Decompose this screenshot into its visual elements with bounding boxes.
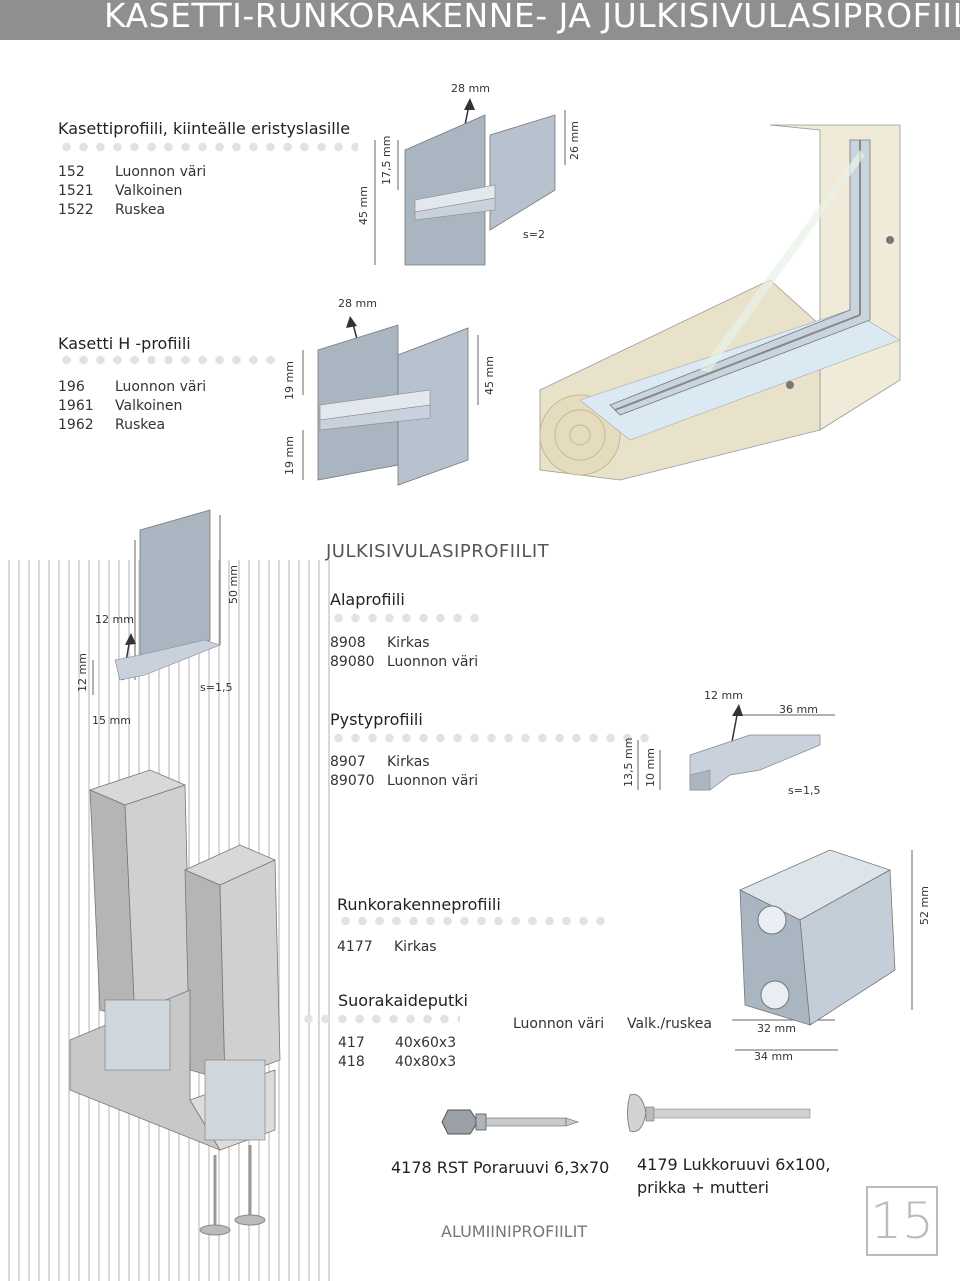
dim-label: 17,5 mm <box>380 135 393 185</box>
lock-bolt-label-1: 4179 Lukkoruuvi 6x100, <box>637 1155 831 1174</box>
window-frame-drawing <box>539 124 901 481</box>
pystyprofiili-row: 89070 Luonnon väri <box>330 773 530 793</box>
kasetti-h-profile-drawing <box>302 316 479 486</box>
alaprofiili-row: 89080 Luonnon väri <box>330 654 530 674</box>
kasetti-h-row: 196 Luonnon väri <box>58 379 258 399</box>
dim-label: 28 mm <box>338 297 377 310</box>
runko-row: 4177 Kirkas <box>337 939 537 959</box>
rectangular-tubes-drawing <box>69 769 281 1236</box>
runko-title: Runkorakenneprofiili <box>337 895 501 914</box>
product-code: 1962 <box>58 417 94 433</box>
alaprofiili-row: 8908 Kirkas <box>330 635 530 655</box>
kasetti-dots <box>58 142 358 152</box>
dim-label: 15 mm <box>92 714 131 727</box>
suora-dots <box>300 1014 460 1024</box>
kasetti-row: 1521 Valkoinen <box>58 183 258 203</box>
product-name: 40x60x3 <box>395 1035 457 1051</box>
page-number: 15 <box>870 1192 934 1250</box>
product-name: Valkoinen <box>115 183 183 199</box>
pystyprofiili-dots <box>330 733 650 743</box>
suora-col-b: Valk./ruskea <box>627 1016 712 1032</box>
product-name: Kirkas <box>394 939 437 955</box>
product-name: Valkoinen <box>115 398 183 414</box>
product-code: 1522 <box>58 202 94 218</box>
dim-label: 32 mm <box>757 1022 796 1035</box>
kasetti-h-row: 1962 Ruskea <box>58 417 258 437</box>
drill-screw-icon <box>441 1109 579 1135</box>
dim-label: 12 mm <box>76 653 89 692</box>
product-name: Kirkas <box>387 754 430 770</box>
lock-bolt-icon <box>627 1093 811 1133</box>
kasetti-row: 1522 Ruskea <box>58 202 258 222</box>
product-name: Luonnon väri <box>115 379 207 395</box>
dim-label: 13,5 mm <box>622 737 635 787</box>
alaprofiili-dots <box>330 613 480 623</box>
julkisivu-heading: JULKISIVULASIPROFIILIT <box>326 541 550 562</box>
runko-dots <box>337 916 607 926</box>
alaprofiili-drawing <box>92 509 221 695</box>
product-code: 1961 <box>58 398 94 414</box>
product-name: Ruskea <box>115 202 166 218</box>
footer-label: ALUMIINIPROFIILIT <box>441 1222 588 1241</box>
header-bar <box>0 0 960 40</box>
suora-title: Suorakaideputki <box>338 991 468 1010</box>
suora-row: 418 40x80x3 <box>338 1054 538 1074</box>
runko-profile-drawing <box>732 849 913 1051</box>
pystyprofiili-title: Pystyprofiili <box>330 710 423 729</box>
dim-label: 12 mm <box>95 613 134 626</box>
suora-row: 417 40x60x3 <box>338 1035 538 1055</box>
product-code: 418 <box>338 1054 365 1070</box>
product-code: 89080 <box>330 654 375 670</box>
dim-label: 36 mm <box>779 703 818 716</box>
drill-screw-label: 4178 RST Poraruuvi 6,3x70 <box>391 1158 610 1177</box>
page-number-box <box>866 1186 938 1256</box>
kasetti-row: 152 Luonnon väri <box>58 164 258 184</box>
product-name: Luonnon väri <box>115 164 207 180</box>
kasetti-h-row: 1961 Valkoinen <box>58 398 258 418</box>
dim-label: 45 mm <box>357 186 370 225</box>
product-code: 1521 <box>58 183 94 199</box>
dim-label: 12 mm <box>704 689 743 702</box>
dim-label: 19 mm <box>283 436 296 475</box>
product-name: Luonnon väri <box>387 773 479 789</box>
page-title: KASETTI-RUNKORAKENNE- JA JULKISIVULASIPR… <box>104 0 960 35</box>
lock-bolt-label-2: prikka + mutteri <box>637 1178 769 1197</box>
alaprofiili-title: Alaprofiili <box>330 590 405 609</box>
product-code: 8908 <box>330 635 366 651</box>
product-code: 152 <box>58 164 85 180</box>
pystyprofiili-row: 8907 Kirkas <box>330 754 530 774</box>
dim-label: 10 mm <box>644 748 657 787</box>
product-code: 89070 <box>330 773 375 789</box>
dim-label: 52 mm <box>918 886 931 925</box>
kasetti-profile-drawing <box>374 98 566 266</box>
product-code: 8907 <box>330 754 366 770</box>
product-name: Ruskea <box>115 417 166 433</box>
kasetti-h-dots <box>58 355 283 365</box>
product-name: Kirkas <box>387 635 430 651</box>
kasetti-title: Kasettiprofiili, kiinteälle eristyslasil… <box>58 119 351 138</box>
dim-label: s=2 <box>523 228 545 241</box>
dim-label: 45 mm <box>483 356 496 395</box>
product-code: 196 <box>58 379 85 395</box>
pystyprofiili-drawing <box>637 704 835 791</box>
dim-label: 50 mm <box>227 565 240 604</box>
product-code: 417 <box>338 1035 365 1051</box>
dim-label: s=1,5 <box>200 681 233 694</box>
kasetti-h-title: Kasetti H -profiili <box>58 334 191 353</box>
product-name: 40x80x3 <box>395 1054 457 1070</box>
dim-label: 19 mm <box>283 361 296 400</box>
product-code: 4177 <box>337 939 373 955</box>
dim-label: s=1,5 <box>788 784 821 797</box>
dim-label: 34 mm <box>754 1050 793 1063</box>
product-name: Luonnon väri <box>387 654 479 670</box>
dim-label: 28 mm <box>451 82 490 95</box>
suora-col-a: Luonnon väri <box>513 1016 605 1032</box>
